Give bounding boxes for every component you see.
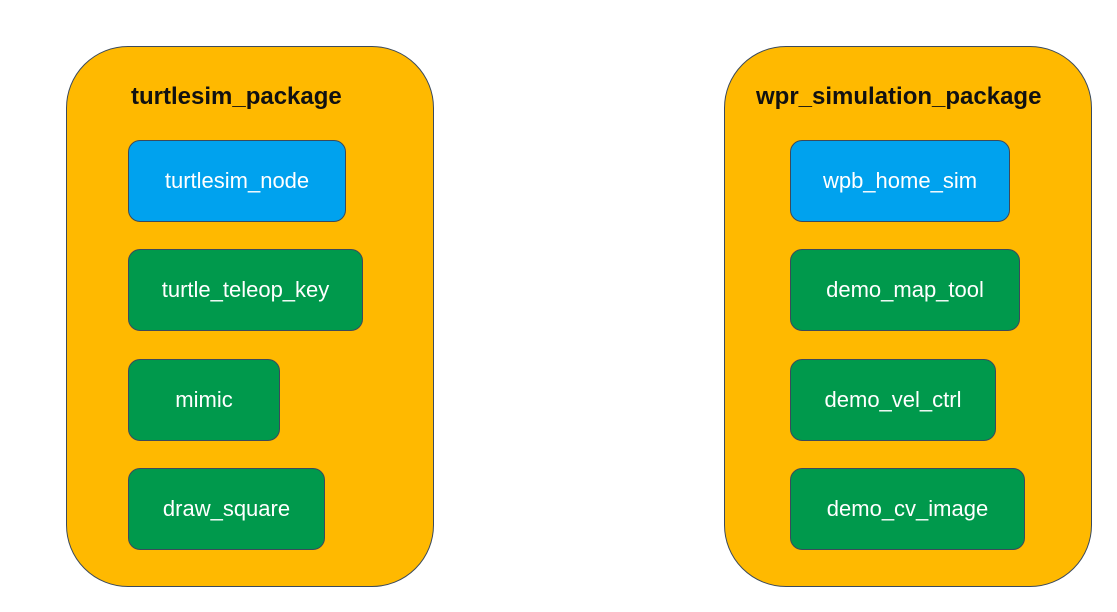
package-turtlesim: turtlesim_package turtlesim_node turtle_… [66, 46, 434, 587]
package-title: turtlesim_package [131, 83, 342, 110]
node-demo-cv-image: demo_cv_image [790, 468, 1025, 550]
node-demo-vel-ctrl: demo_vel_ctrl [790, 359, 996, 441]
node-mimic: mimic [128, 359, 280, 441]
package-wpr-simulation: wpr_simulation_package wpb_home_sim demo… [724, 46, 1092, 587]
node-demo-map-tool: demo_map_tool [790, 249, 1020, 331]
node-turtlesim-node: turtlesim_node [128, 140, 346, 222]
package-title: wpr_simulation_package [756, 83, 1042, 110]
node-draw-square: draw_square [128, 468, 325, 550]
node-wpb-home-sim: wpb_home_sim [790, 140, 1010, 222]
node-turtle-teleop-key: turtle_teleop_key [128, 249, 363, 331]
